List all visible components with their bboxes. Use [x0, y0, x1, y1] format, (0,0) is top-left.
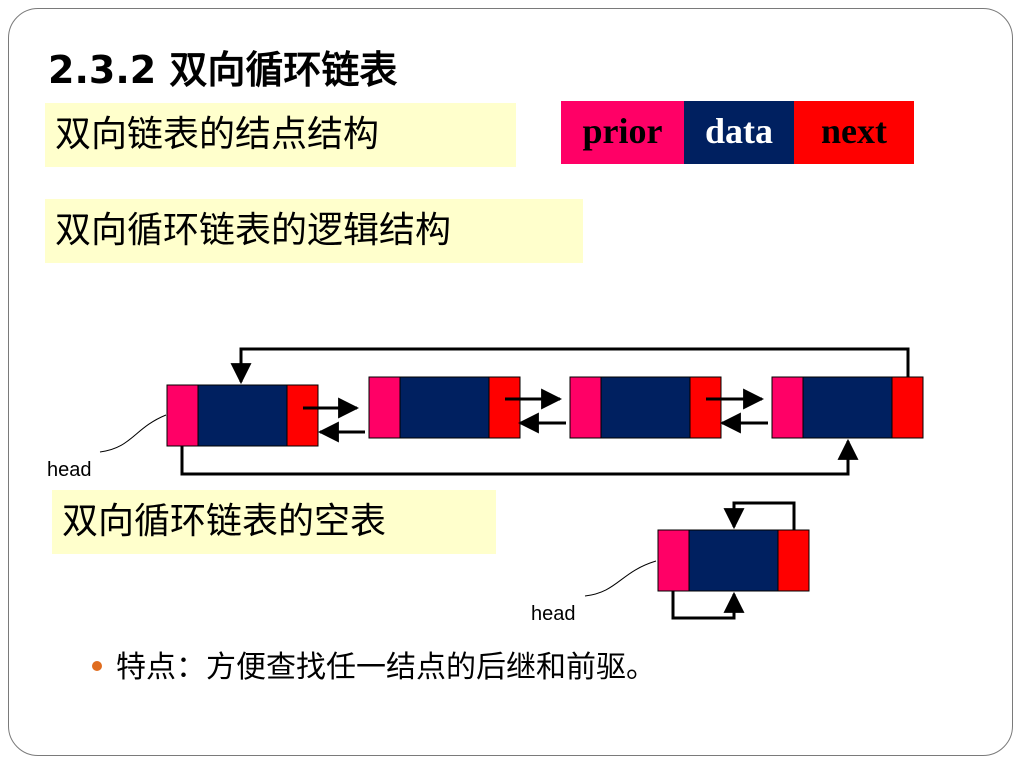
empty-list-node	[657, 529, 810, 592]
node-4-prior	[771, 376, 804, 439]
node-2-prior	[368, 376, 401, 439]
legend-next-field: next	[794, 101, 914, 164]
slide-frame	[8, 8, 1013, 756]
empty-node-prior	[657, 529, 690, 592]
empty-prior-self-loop	[671, 591, 745, 620]
legend-data-field: data	[684, 101, 794, 164]
head-pointer-curve-1	[99, 414, 167, 453]
feature-bullet: 特点：方便查找任一结点的后继和前驱。	[92, 644, 656, 692]
node-4-data	[802, 376, 893, 439]
bullet-dot-icon	[92, 661, 102, 671]
node-1-next	[286, 384, 319, 447]
node-3-prior	[569, 376, 602, 439]
list-node-1	[166, 384, 319, 447]
empty-head-label: head	[531, 603, 576, 625]
empty-node-next	[777, 529, 810, 592]
node-1-prior	[166, 384, 199, 447]
list-node-4	[771, 376, 924, 439]
circular-prior-arrow	[180, 438, 859, 476]
empty-node-data	[688, 529, 779, 592]
node-2-next	[488, 376, 521, 439]
legend-prior-field: prior	[561, 101, 684, 164]
list-node-3	[569, 376, 722, 439]
head-label: head	[47, 459, 92, 481]
empty-next-self-loop	[723, 501, 796, 530]
circular-next-arrow	[230, 347, 910, 385]
logical-structure-label: 双向循环链表的逻辑结构	[45, 199, 583, 263]
page-title: 2.3.2 双向循环链表	[48, 48, 398, 92]
head-pointer-curve-2	[584, 560, 657, 597]
empty-list-label: 双向循环链表的空表	[52, 490, 496, 554]
node-2-data	[399, 376, 490, 439]
node-structure-label: 双向链表的结点结构	[45, 103, 516, 167]
node-1-data	[197, 384, 288, 447]
feature-bullet-text: 特点：方便查找任一结点的后继和前驱。	[116, 650, 656, 685]
node-3-data	[600, 376, 691, 439]
list-node-2	[368, 376, 521, 439]
node-3-next	[689, 376, 722, 439]
node-4-next	[891, 376, 924, 439]
